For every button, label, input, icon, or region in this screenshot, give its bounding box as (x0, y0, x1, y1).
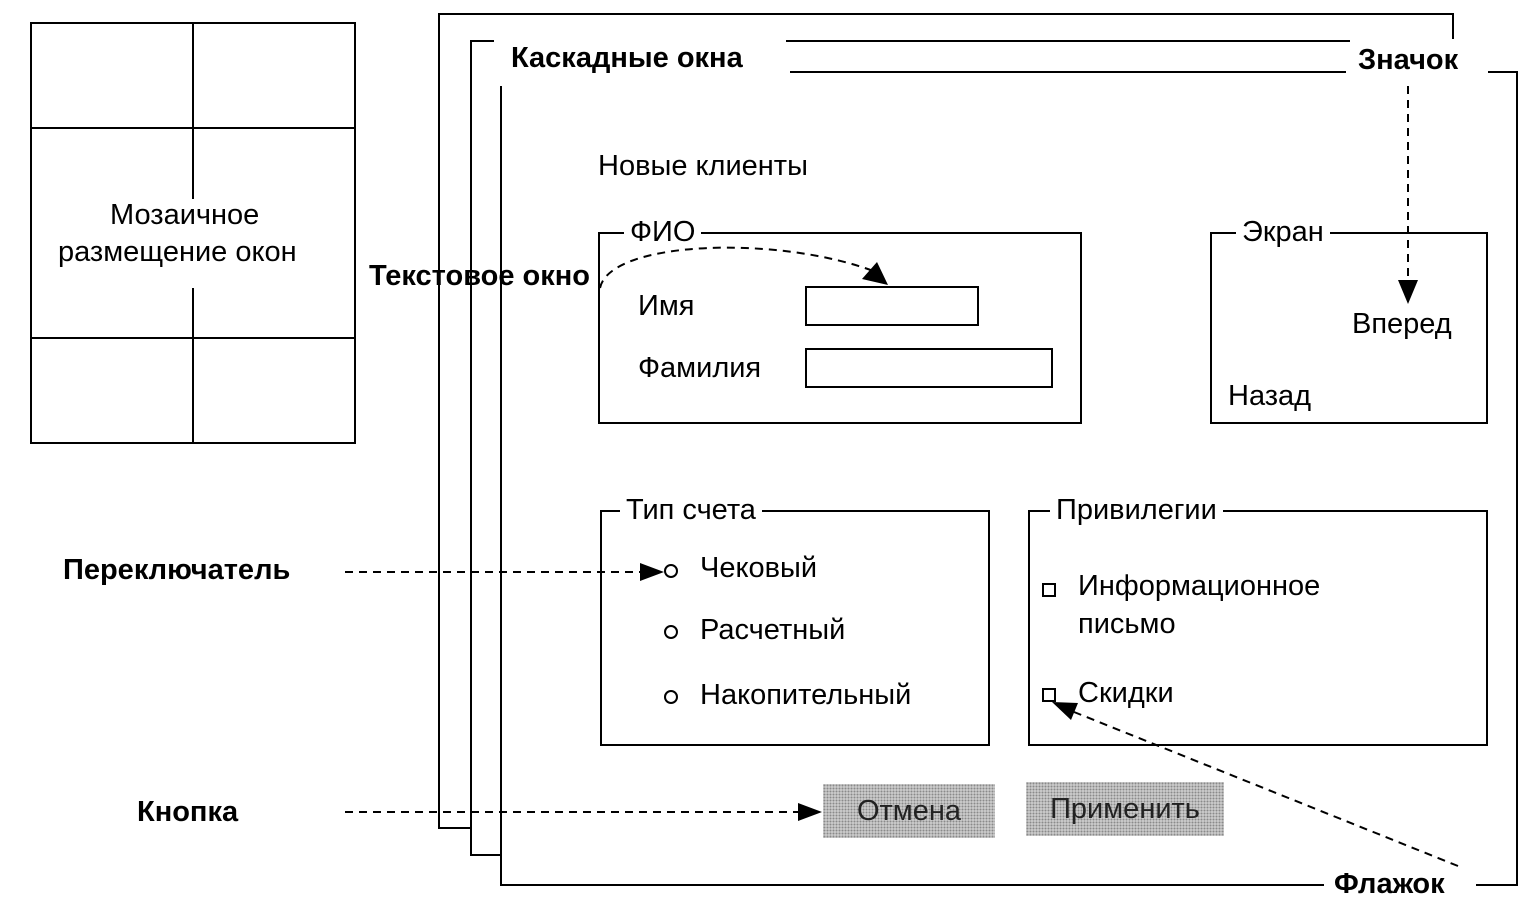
cascade-title: Каскадные окна (511, 42, 743, 74)
cascade-front-window-bottom-left (500, 884, 1324, 886)
callout-radio: Переключатель (63, 554, 291, 586)
arrowhead-icon (1398, 280, 1418, 304)
cascade-back-window-bottom (438, 827, 472, 829)
cascade-icon-label: Значок (1358, 44, 1459, 76)
screen-legend: Экран (1236, 216, 1330, 249)
tiled-divider-horizontal-1 (30, 127, 356, 129)
arrow-text-window (599, 246, 877, 289)
first-name-input[interactable] (805, 286, 979, 326)
cascade-mid-window-top-right (786, 40, 1350, 42)
screen-group (1210, 232, 1488, 424)
checkbox-newsletter[interactable] (1042, 583, 1056, 597)
fio-legend: ФИО (624, 216, 702, 249)
last-name-label: Фамилия (638, 352, 762, 384)
privileges-legend: Привилегии (1050, 494, 1223, 527)
tiled-divider-vertical-top (192, 22, 194, 200)
privileges-group (1028, 510, 1488, 746)
tiled-divider-vertical-bottom (192, 288, 194, 444)
arrowhead-radio (640, 563, 664, 581)
checkbox-discounts-label: Скидки (1078, 677, 1174, 709)
cascade-mid-window-left (470, 40, 472, 856)
form-heading: Новые клиенты (598, 150, 808, 182)
cascade-back-window-top (438, 13, 1454, 15)
radio-savings-label: Накопительный (700, 679, 912, 711)
last-name-input[interactable] (805, 348, 1053, 388)
cascade-back-window-left (438, 13, 440, 829)
radio-settlement-label: Расчетный (700, 614, 846, 646)
arrowhead-text-window (862, 262, 888, 285)
cascade-front-window-right (1516, 71, 1518, 886)
forward-item[interactable]: Вперед (1352, 308, 1452, 340)
arrowhead-button (798, 803, 822, 821)
radio-checking[interactable] (664, 564, 678, 578)
cancel-button[interactable]: Отмена (823, 784, 995, 838)
tiled-divider-horizontal-2 (30, 337, 356, 339)
fio-group (598, 232, 1082, 424)
cascade-mid-window-bottom (470, 854, 502, 856)
cascade-front-window-top (790, 71, 1346, 73)
radio-settlement[interactable] (664, 625, 678, 639)
radio-checking-label: Чековый (700, 552, 818, 584)
cascade-mid-window-top-left (470, 40, 494, 42)
checkbox-discounts[interactable] (1042, 688, 1056, 702)
cascade-front-window-left (500, 86, 502, 886)
arrowhead-checkbox (1052, 702, 1078, 720)
back-item[interactable]: Назад (1228, 380, 1312, 412)
callout-text-window: Текстовое окно (369, 260, 590, 292)
checkbox-newsletter-label-line2: письмо (1078, 608, 1176, 640)
radio-savings[interactable] (664, 690, 678, 704)
tiled-label-line1: Мозаичное (108, 199, 262, 232)
arrow-checkbox (1073, 711, 1459, 867)
checkbox-newsletter-label-line1: Информационное (1078, 570, 1321, 602)
tiled-label-line2: размещение окон (56, 236, 299, 269)
cascade-back-window-right (1452, 13, 1454, 39)
callout-button: Кнопка (137, 796, 239, 828)
account-type-legend: Тип счета (620, 494, 762, 527)
account-type-group (600, 510, 990, 746)
callout-checkbox: Флажок (1334, 868, 1445, 900)
cascade-front-window-top-right (1488, 71, 1518, 73)
cascade-front-window-bottom-right (1476, 884, 1518, 886)
apply-button[interactable]: Применить (1026, 782, 1224, 836)
first-name-label: Имя (638, 290, 695, 322)
